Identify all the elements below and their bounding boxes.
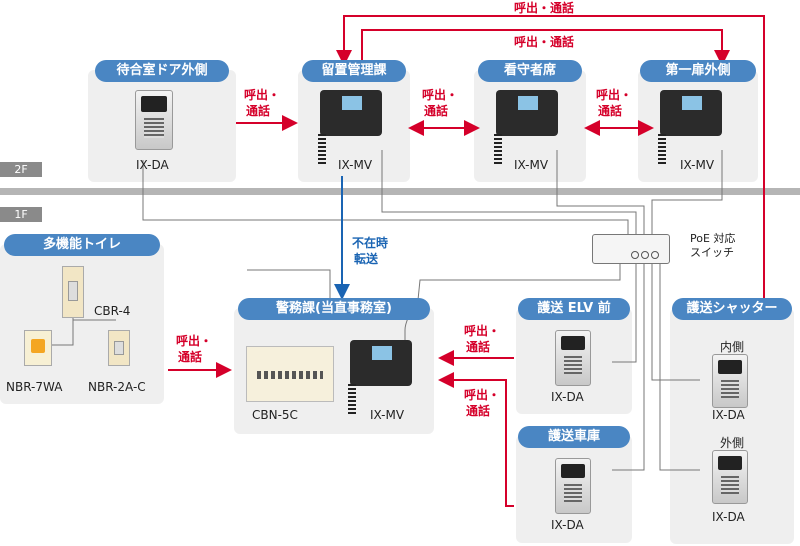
call-talk-label-top: 呼出・通話 (514, 1, 575, 15)
door-station-icon (712, 354, 748, 408)
emergency-button-icon (24, 330, 52, 366)
talk-label: 通話 (424, 104, 449, 118)
device-label: NBR-7WA (6, 380, 63, 394)
call-label: 呼出・ (596, 88, 633, 102)
poe-switch-icon (592, 234, 670, 264)
poe-label-line1: PoE 対応 (690, 232, 736, 245)
call-label: 呼出・ (464, 388, 501, 402)
master-station-icon (350, 340, 412, 386)
call-talk-label-mid: 呼出・通話 (514, 35, 575, 49)
transfer-label-line1: 不在時 (352, 236, 389, 250)
talk-label: 通話 (178, 350, 203, 364)
device-label: IX-DA (712, 510, 745, 524)
device-label: IX-MV (680, 158, 715, 172)
floor-label-2f: 2F (0, 162, 42, 177)
handset-cord-icon (494, 134, 502, 166)
position-label-inside: 内側 (720, 340, 745, 354)
call-label: 呼出・ (422, 88, 459, 102)
room-shutter (670, 308, 794, 544)
transfer-label-line2: 転送 (354, 252, 379, 266)
door-station-icon (712, 450, 748, 504)
room-title-door1: 第一扉外側 (640, 60, 756, 82)
door-station-icon (555, 330, 591, 386)
device-label: IX-MV (370, 408, 405, 422)
call-indicator-panel-icon (246, 346, 334, 402)
door-station-icon (555, 458, 591, 514)
talk-label: 通話 (466, 404, 491, 418)
master-station-icon (320, 90, 382, 136)
device-label: IX-MV (514, 158, 549, 172)
handset-cord-icon (348, 384, 356, 416)
device-label: IX-DA (551, 390, 584, 404)
master-station-icon (660, 90, 722, 136)
room-title-detention: 留置管理課 (302, 60, 406, 82)
call-button-icon (62, 266, 84, 318)
call-label: 呼出・ (244, 88, 281, 102)
floor-divider (0, 188, 800, 195)
device-label: IX-DA (136, 158, 169, 172)
floor-label-1f: 1F (0, 207, 42, 222)
device-label: CBN-5C (252, 408, 298, 422)
room-title-shutter: 護送シャッター (672, 298, 792, 320)
room-title-waiting: 待合室ドア外側 (95, 60, 229, 82)
device-label: NBR-2A-C (88, 380, 146, 394)
handset-cord-icon (318, 134, 326, 166)
talk-label: 通話 (598, 104, 623, 118)
call-label: 呼出・ (464, 324, 501, 338)
device-label: IX-DA (712, 408, 745, 422)
device-label: IX-MV (338, 158, 373, 172)
device-label: IX-DA (551, 518, 584, 532)
room-title-elv: 護送 ELV 前 (518, 298, 630, 320)
talk-label: 通話 (246, 104, 271, 118)
position-label-outside: 外側 (720, 436, 745, 450)
device-label: CBR-4 (94, 304, 131, 318)
master-station-icon (496, 90, 558, 136)
poe-label-line2: スイッチ (690, 246, 734, 259)
room-title-police: 警務課(当直事務室) (238, 298, 430, 320)
room-title-guard: 看守者席 (478, 60, 582, 82)
door-station-icon (135, 90, 173, 150)
room-title-toilet: 多機能トイレ (4, 234, 160, 256)
cancel-button-icon (108, 330, 130, 366)
handset-cord-icon (658, 134, 666, 166)
room-title-garage: 護送車庫 (518, 426, 630, 448)
talk-label: 通話 (466, 340, 491, 354)
call-label: 呼出・ (176, 334, 213, 348)
